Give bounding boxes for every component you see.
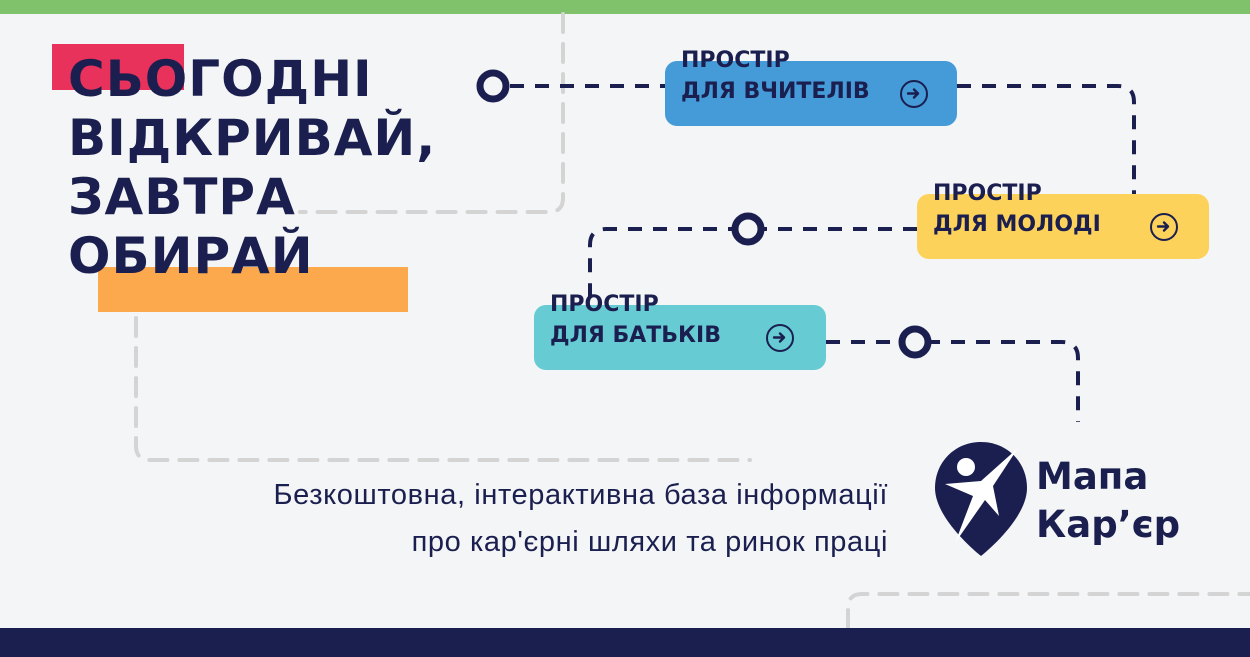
route-node-1 — [476, 69, 510, 103]
route-node-3 — [898, 325, 932, 359]
button-label-bottom: ДЛЯ МОЛОДІ — [933, 212, 1101, 237]
headline-highlight-red — [52, 44, 184, 90]
gray-route-bottom — [846, 592, 1250, 630]
top-accent-bar — [0, 0, 1250, 14]
map-pin-person-icon — [935, 442, 1027, 556]
headline: СЬОГОДНІ ВІДКРИВАЙ, ЗАВТРА ОБИРАЙ — [68, 50, 436, 286]
tagline-line: Безкоштовна, інтерактивна база інформаці… — [273, 479, 888, 511]
gray-route-top — [298, 12, 565, 214]
headline-line: СЬОГОДНІ — [68, 50, 373, 108]
button-label-bottom: ДЛЯ ВЧИТЕЛІВ — [681, 79, 870, 104]
parents-space-button[interactable]: ПРОСТІР ДЛЯ БАТЬКІВ — [534, 292, 826, 370]
button-label-top: ПРОСТІР — [550, 292, 659, 317]
gray-route-left — [134, 316, 752, 462]
route-node-2 — [731, 212, 765, 246]
headline-line: ЗАВТРА — [68, 168, 296, 226]
headline-highlight-orange — [98, 267, 408, 312]
navy-route-3 — [826, 340, 1080, 422]
arrow-right-circle-icon — [766, 324, 794, 352]
navy-route-2 — [588, 227, 917, 305]
headline-line: ВІДКРИВАЙ, — [68, 109, 437, 167]
tagline: Безкоштовна, інтерактивна база інформаці… — [274, 472, 888, 566]
navy-route-1 — [510, 84, 1136, 194]
arrow-right-circle-icon — [900, 80, 928, 108]
logo-wordmark: Мапа Кар’єр — [1036, 453, 1180, 549]
button-label-top: ПРОСТІР — [933, 181, 1042, 206]
button-label-top: ПРОСТІР — [681, 48, 790, 73]
arrow-right-circle-icon — [1150, 213, 1178, 241]
youth-space-button[interactable]: ПРОСТІР ДЛЯ МОЛОДІ — [917, 181, 1209, 259]
tagline-line: про кар'єрні шляхи та ринок праці — [411, 526, 888, 558]
bottom-bar — [0, 628, 1250, 657]
teachers-space-button[interactable]: ПРОСТІР ДЛЯ ВЧИТЕЛІВ — [665, 48, 957, 126]
button-label-bottom: ДЛЯ БАТЬКІВ — [550, 323, 721, 348]
logo-line: Мапа — [1036, 455, 1149, 498]
logo-line: Кар’єр — [1036, 503, 1181, 546]
headline-line: ОБИРАЙ — [68, 227, 314, 285]
